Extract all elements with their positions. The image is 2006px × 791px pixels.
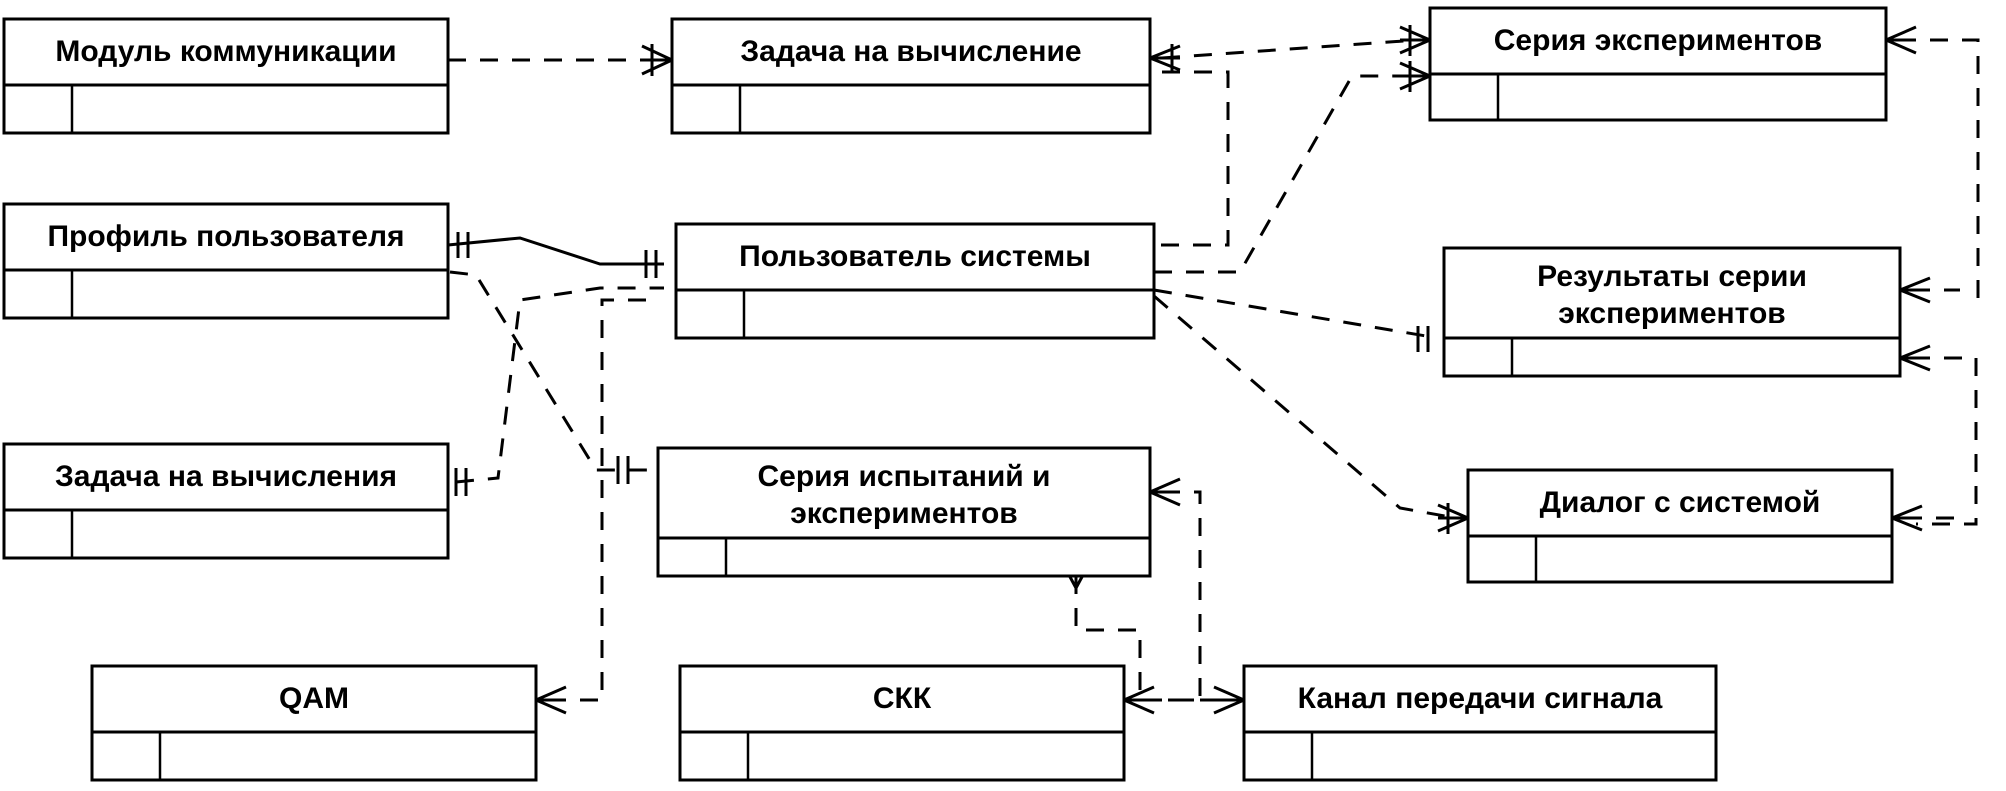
entity-rezultaty-serii-eksperimentov[interactable]: Результаты серии экспериментов [1442, 246, 1902, 378]
entity-ckk[interactable]: СКК [678, 664, 1126, 782]
entity-polzovatel-sistemy[interactable]: Пользователь системы [674, 222, 1156, 340]
entity-title-ckk: СКК [873, 682, 932, 715]
relationship-zadacha-to-seriya-eksperimentov[interactable] [1149, 25, 1431, 73]
relationship-zadacha-vych-to-seriya-ispytaniy[interactable] [454, 286, 664, 496]
entity-title-polzovatel-sistemy: Пользователь системы [739, 240, 1091, 273]
connections-layer [447, 25, 1980, 715]
entity-title-zadacha-na-vychislenie: Задача на вычисление [740, 35, 1081, 68]
entity-seriya-ispytaniy-i-eksperimentov[interactable]: Серия испытаний и экспериментов [656, 446, 1152, 578]
relationship-seriya-ispytaniy-to-kanal[interactable] [1149, 477, 1202, 700]
entity-modul-kommunikacii[interactable]: Модуль коммуникации [2, 17, 450, 135]
relationship-qam-to-upper[interactable] [535, 298, 660, 715]
relationship-profil-to-seriya-ispytaniy[interactable] [449, 270, 648, 484]
entity-qam[interactable]: QAM [90, 664, 538, 782]
entity-title-seriya-ispytaniy-line2: экспериментов [790, 497, 1018, 530]
entity-zadacha-na-vychislenie[interactable]: Задача на вычисление [670, 17, 1152, 135]
entity-title-dialog-s-sistemoy: Диалог с системой [1540, 486, 1821, 519]
relationship-ckk-to-kanal[interactable] [1123, 685, 1232, 715]
entity-kanal-peredachi-signala[interactable]: Канал передачи сигнала [1242, 664, 1718, 782]
entity-title-modul-kommunikacii: Модуль коммуникации [55, 35, 396, 68]
entity-dialog-s-sistemoy[interactable]: Диалог с системой [1466, 468, 1894, 584]
relationship-seriya-eksperimentov-right-loop[interactable] [1885, 25, 1980, 300]
entity-title-zadacha-na-vychisleniya: Задача на вычисления [55, 460, 397, 493]
relationship-profil-to-polzovatel[interactable] [447, 232, 664, 278]
entity-title-qam: QAM [279, 682, 349, 715]
entity-title-profil-polzovatelya: Профиль пользователя [47, 220, 404, 253]
relationship-polzovatel-to-dialog[interactable] [1153, 294, 1469, 534]
entity-zadacha-na-vychisleniya[interactable]: Задача на вычисления [2, 442, 450, 560]
entity-title-rezultaty-line2: экспериментов [1558, 297, 1786, 330]
relationship-dialog-right-stub[interactable] [1891, 504, 1964, 532]
relationship-zadacha-to-polzovatel[interactable] [1160, 70, 1230, 247]
entity-title-seriya-eksperimentov: Серия экспериментов [1494, 24, 1822, 57]
relationship-polzovatel-to-seriya-eksperimentov[interactable] [1154, 61, 1431, 274]
relationship-polzovatel-to-rezultaty[interactable] [1153, 288, 1433, 352]
relationship-rezultaty-right-loop[interactable] [1899, 276, 1978, 526]
entity-title-seriya-ispytaniy-line1: Серия испытаний и [758, 460, 1051, 493]
entity-title-kanal-peredachi-signala: Канал передачи сигнала [1298, 682, 1663, 715]
entity-seriya-eksperimentov[interactable]: Серия экспериментов [1428, 6, 1888, 122]
relationship-modul-to-zadacha[interactable] [448, 44, 673, 76]
entity-title-rezultaty-line1: Результаты серии [1537, 260, 1807, 293]
entity-profil-polzovatelya[interactable]: Профиль пользователя [2, 202, 450, 320]
